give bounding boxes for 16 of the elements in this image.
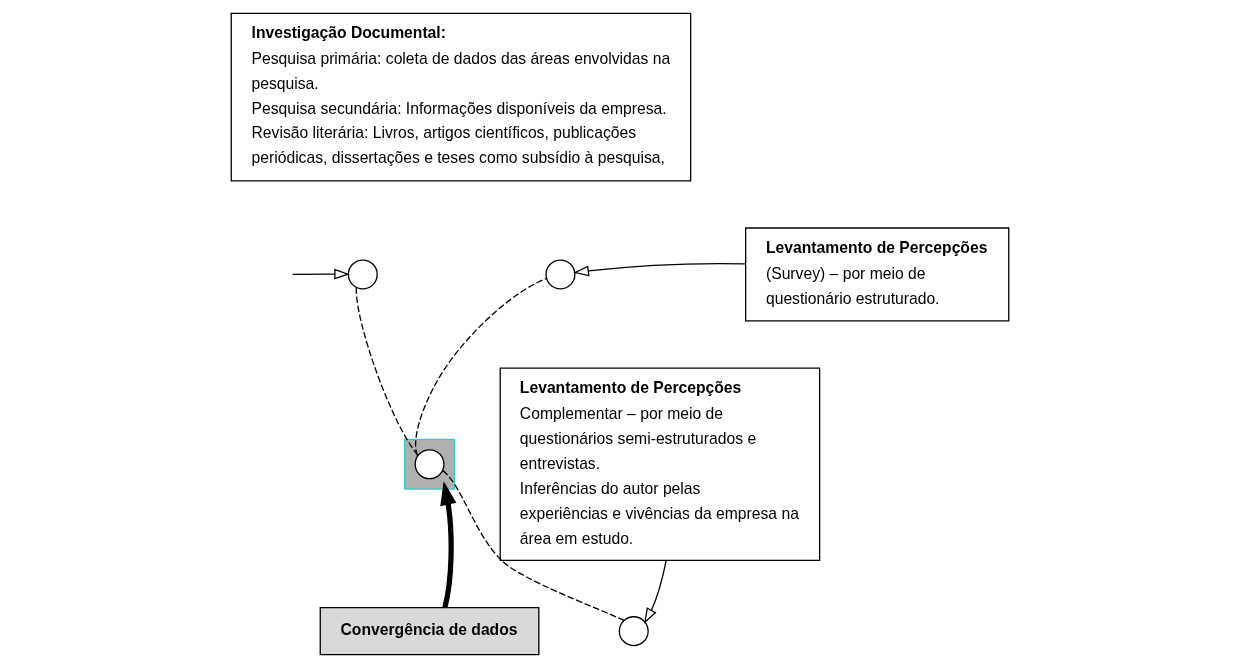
arrow — [572, 263, 746, 277]
node-box: Levantamento de Percepções Complementar – por meio de questionários semi-estruturados e entrevistas. Inferências do autor pelas experiências e vivências da empresa na área em estudo. — [499, 367, 820, 562]
arrow — [291, 268, 350, 280]
node-circle — [544, 259, 575, 290]
connector — [414, 277, 547, 457]
connector — [441, 469, 625, 622]
node-circle — [347, 259, 378, 290]
connector — [355, 286, 419, 456]
node-box: Convergência de dados — [319, 606, 539, 656]
cluster — [403, 438, 455, 490]
node-circle — [414, 449, 445, 480]
node-circle — [618, 616, 649, 647]
arrow — [439, 481, 456, 609]
node-box: Levantamento de Percepções (Survey) – por meio de questionário estruturado. — [744, 227, 1009, 322]
node-box: Investigação Documental: Pesquisa primária: coleta de dados das áreas envolvidas na pesquisa. Pesquisa secundária: Informações disponíveis da empresa. Revisão literária: Livros, artigos científicos, publicações periódicas, dissertações e teses como subsídio à pesquisa, — [230, 12, 691, 182]
arrow — [643, 560, 667, 624]
